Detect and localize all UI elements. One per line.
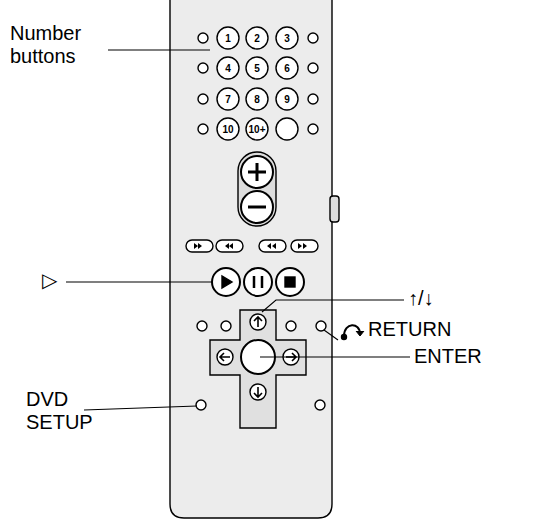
play-button: [212, 268, 240, 296]
remote-body: [170, 0, 332, 518]
callout-symbol: ▷: [42, 269, 64, 292]
button-number: 5: [254, 63, 260, 74]
volume-rocker: [238, 152, 276, 226]
leader-line: [66, 50, 410, 410]
cursor-pad: [210, 310, 306, 428]
callout-label: Number buttons: [10, 22, 110, 68]
side-switch: [330, 196, 339, 222]
button-number: 10: [222, 124, 233, 135]
button-number: 1: [225, 33, 231, 44]
skip-buttons: [186, 240, 318, 252]
button-number: 9: [284, 94, 290, 105]
callout-label: RETURN: [368, 318, 488, 341]
button-number: 10+: [249, 124, 266, 135]
number-button: [217, 27, 298, 140]
button-number: 6: [284, 63, 290, 74]
callout-label: ENTER: [414, 345, 514, 368]
button-number: 7: [225, 94, 231, 105]
return-icon: [344, 325, 360, 336]
callout-label: ↑/↓: [408, 287, 478, 310]
button-number: 2: [254, 33, 260, 44]
button-number: 4: [225, 63, 231, 74]
button-number: 3: [284, 33, 290, 44]
callout-label: DVD SETUP: [26, 388, 88, 434]
button-number: 8: [254, 94, 260, 105]
